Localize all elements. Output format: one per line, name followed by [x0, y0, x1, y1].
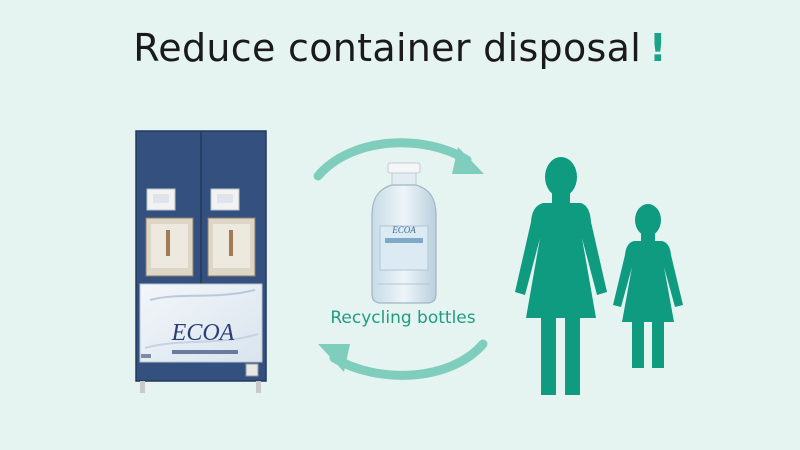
- water-bottle: ECOA: [371, 162, 437, 304]
- adult-person-icon: [515, 157, 607, 395]
- bottom-recycle-arrow: [318, 339, 488, 380]
- title-text: Reduce container disposal: [133, 26, 642, 70]
- top-recycle-arrow: [313, 138, 484, 181]
- bottle-label: ECOA: [391, 225, 416, 235]
- page-title: Reduce container disposal!: [0, 26, 800, 70]
- exclamation-mark: !: [649, 26, 667, 70]
- machine-brand-logo: ECOA: [171, 320, 235, 346]
- recycling-caption: Recycling bottles: [330, 308, 476, 328]
- water-vending-machine: ECOA: [135, 130, 267, 393]
- child-person-icon: [613, 204, 683, 368]
